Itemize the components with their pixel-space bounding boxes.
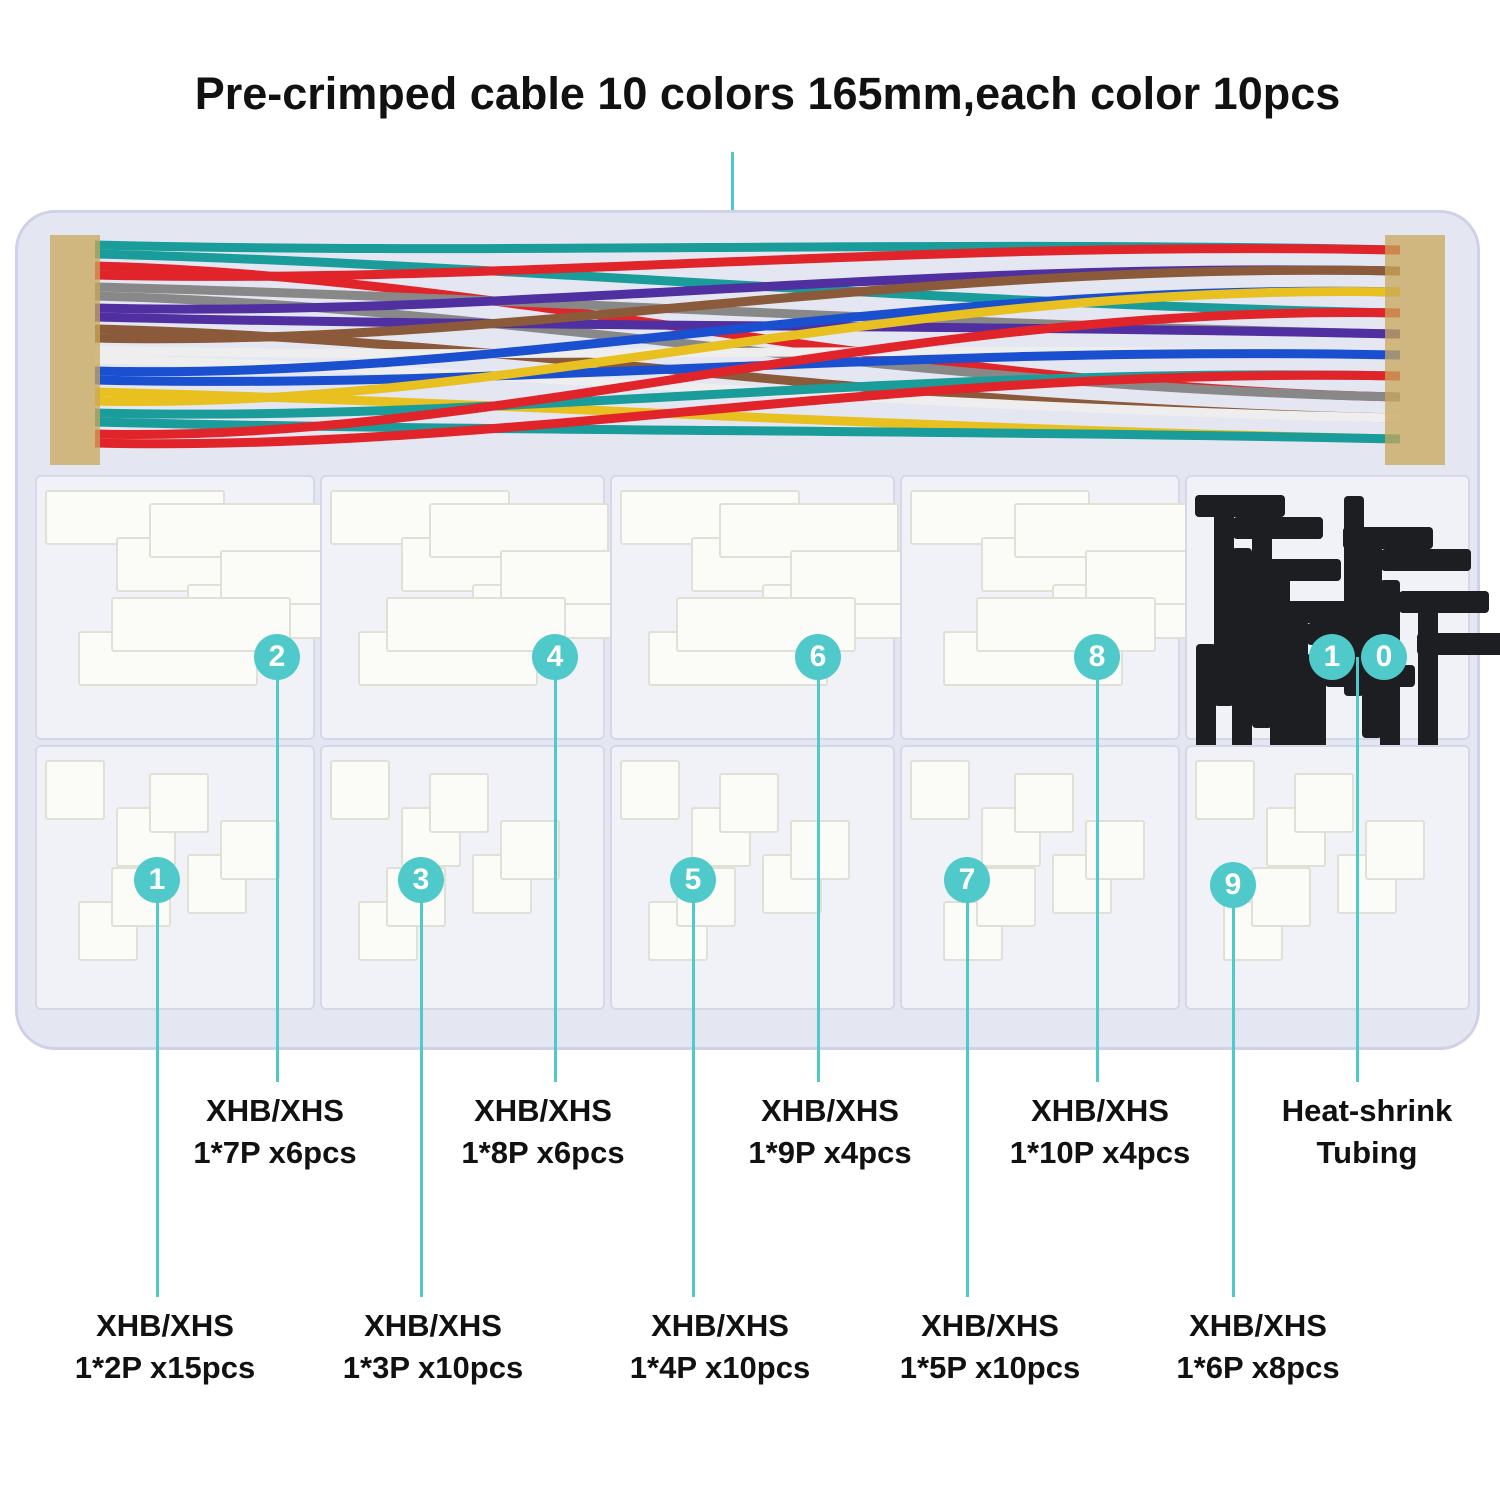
item-spec: 1*7P x6pcs: [193, 1135, 357, 1170]
item-label: XHB/XHS 1*6P x8pcs: [1128, 1305, 1388, 1389]
item-spec: 1*4P x10pcs: [629, 1350, 811, 1385]
number-badge: 7: [944, 857, 990, 903]
item-series: XHB/XHS: [1189, 1308, 1327, 1343]
item-series: XHB/XHS: [474, 1093, 612, 1128]
connector-housing: [149, 773, 209, 833]
pointer-line: [692, 880, 695, 1297]
connector-housing: [429, 503, 609, 558]
connector-housing: [220, 820, 280, 880]
heat-shrink-tube: [1233, 517, 1323, 539]
item-series: XHB/XHS: [96, 1308, 234, 1343]
heat-shrink-tube: [1252, 528, 1272, 728]
pointer-line: [966, 880, 969, 1297]
connector-housing: [429, 773, 489, 833]
number-badge: 9: [1210, 862, 1256, 908]
wire: [94, 349, 1401, 386]
connector-housing: [1195, 760, 1255, 820]
item-label: XHB/XHS 1*7P x6pcs: [145, 1090, 405, 1174]
item-label: XHB/XHS 1*9P x4pcs: [700, 1090, 960, 1174]
pointer-line: [1356, 657, 1359, 1082]
connector-housing: [1365, 820, 1425, 880]
pointer-line: [554, 657, 557, 1082]
connector-housing: [45, 760, 105, 820]
item-spec: 1*10P x4pcs: [1009, 1135, 1191, 1170]
item-series: XHB/XHS: [364, 1308, 502, 1343]
number-badge: 4: [532, 634, 578, 680]
heat-shrink-tube: [1381, 549, 1471, 571]
number-badge: 1: [1309, 634, 1355, 680]
crimp-terminals: [50, 235, 100, 465]
item-spec: Tubing: [1316, 1135, 1418, 1170]
wire: [94, 312, 1401, 339]
connector-housing: [719, 773, 779, 833]
item-spec: 1*2P x15pcs: [74, 1350, 256, 1385]
item-series: XHB/XHS: [761, 1093, 899, 1128]
connector-housing: [500, 820, 560, 880]
pointer-line: [276, 657, 279, 1082]
connector-housing: [981, 807, 1041, 867]
number-badge: 8: [1074, 634, 1120, 680]
wire: [94, 370, 1401, 449]
pointer-line: [817, 657, 820, 1082]
wire: [94, 286, 1401, 407]
item-series: XHB/XHS: [651, 1308, 789, 1343]
wire: [94, 265, 1401, 344]
wire: [94, 249, 1401, 318]
crimp-terminals: [1385, 235, 1445, 465]
connector-housing: [1085, 820, 1145, 880]
wire: [94, 244, 1401, 281]
item-spec: 1*3P x10pcs: [342, 1350, 524, 1385]
number-badge: 5: [670, 857, 716, 903]
connector-housing: [620, 760, 680, 820]
number-badge: 0: [1361, 634, 1407, 680]
item-spec: 1*5P x10pcs: [899, 1350, 1081, 1385]
pointer-line: [156, 880, 159, 1297]
item-spec: 1*8P x6pcs: [461, 1135, 625, 1170]
pointer-line: [1232, 885, 1235, 1297]
connector-housing: [1251, 867, 1311, 927]
item-label: XHB/XHS 1*10P x4pcs: [970, 1090, 1230, 1174]
item-spec: 1*9P x4pcs: [748, 1135, 912, 1170]
title: Pre-crimped cable 10 colors 165mm,each c…: [194, 68, 1341, 119]
item-series: XHB/XHS: [921, 1308, 1059, 1343]
number-badge: 2: [254, 634, 300, 680]
item-label: XHB/XHS 1*8P x6pcs: [413, 1090, 673, 1174]
number-badge: 3: [398, 857, 444, 903]
number-badge: 1: [134, 857, 180, 903]
item-label: XHB/XHS 1*5P x10pcs: [860, 1305, 1120, 1389]
item-label: XHB/XHS 1*3P x10pcs: [303, 1305, 563, 1389]
connector-housing: [790, 820, 850, 880]
item-series: XHB/XHS: [1031, 1093, 1169, 1128]
item-label: XHB/XHS 1*2P x15pcs: [35, 1305, 295, 1389]
pointer-line: [420, 880, 423, 1297]
pointer-line: [1096, 657, 1099, 1082]
connector-housing: [1294, 773, 1354, 833]
connector-housing: [976, 597, 1156, 652]
heat-shrink-tube: [1399, 591, 1489, 613]
wire: [94, 308, 1401, 439]
heat-shrink-tube: [1232, 548, 1252, 748]
heat-shrink-tube: [1195, 495, 1285, 517]
connector-housing: [1014, 773, 1074, 833]
item-spec: 1*6P x8pcs: [1176, 1350, 1340, 1385]
connector-housing: [330, 760, 390, 820]
item-series: Heat-shrink: [1281, 1093, 1453, 1128]
item-label: XHB/XHS 1*4P x10pcs: [590, 1305, 850, 1389]
connector-housing: [910, 760, 970, 820]
item-series: XHB/XHS: [206, 1093, 344, 1128]
number-badge: 6: [795, 634, 841, 680]
